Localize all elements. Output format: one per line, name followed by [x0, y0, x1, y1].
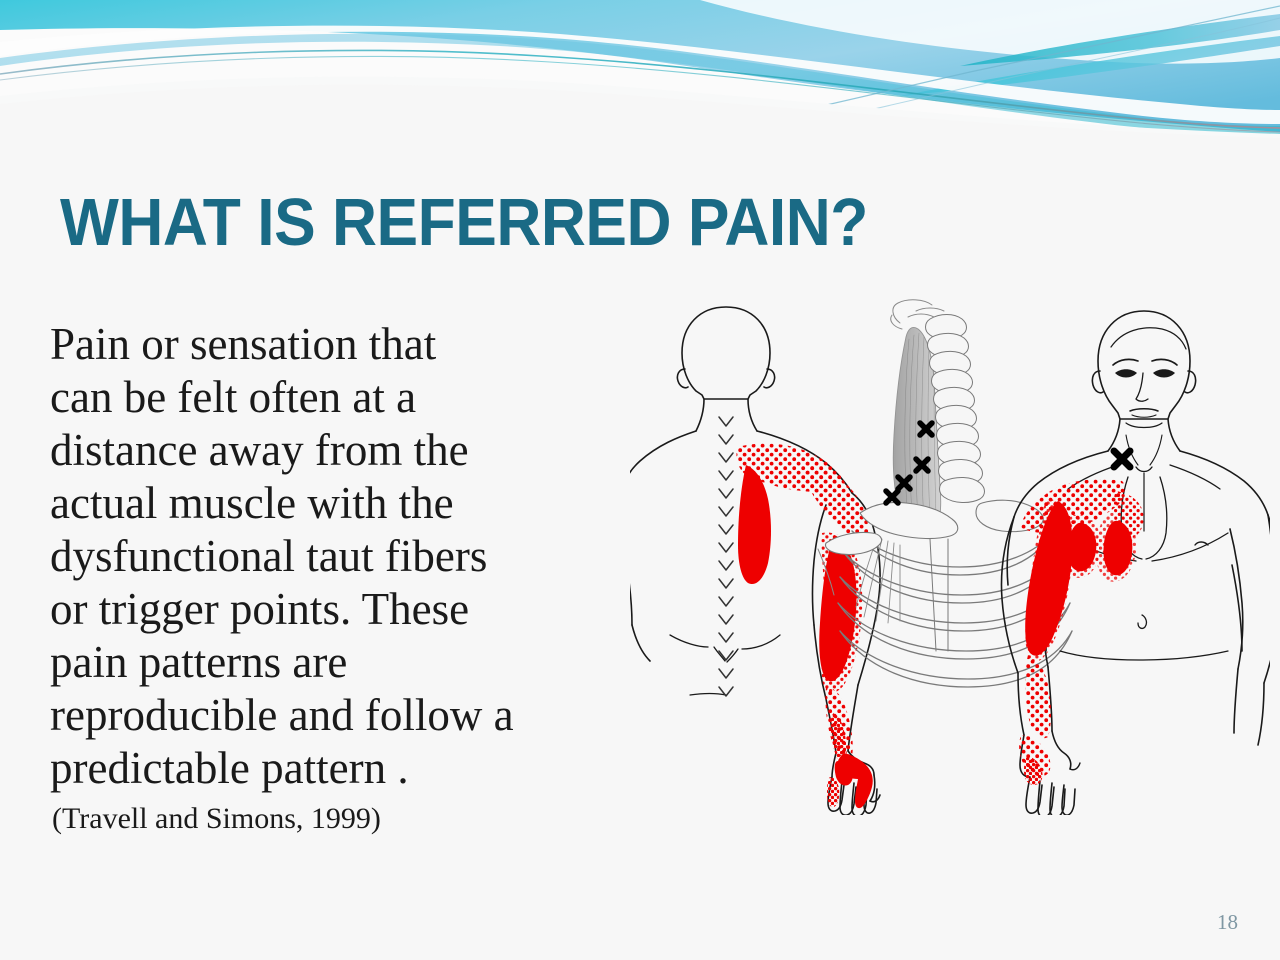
body-line: predictable pattern . [50, 743, 409, 793]
posterior-pain-pattern [736, 443, 873, 809]
body-line: Pain or sensation that [50, 319, 437, 369]
page-title: WHAT IS REFERRED PAIN? [60, 184, 868, 260]
body-line: actual muscle with the [50, 478, 454, 528]
body-line: or trigger points. These [50, 584, 470, 634]
citation-text: (Travell and Simons, 1999) [52, 802, 381, 835]
header-wave-graphic [0, 0, 1280, 140]
body-line: reproducible and follow a [50, 690, 514, 740]
trigger-point-markers-anterior [1110, 447, 1134, 471]
trigger-point-marker [1110, 447, 1134, 471]
anterior-pain-pattern [1019, 479, 1144, 785]
body-line: pain patterns are [50, 637, 348, 687]
body-line: dysfunctional taut fibers [50, 531, 488, 581]
body-text-block: Pain or sensation that can be felt often… [50, 318, 630, 795]
trigger-point-marker [913, 456, 931, 474]
body-line: distance away from the [50, 425, 469, 475]
trigger-point-marker [895, 474, 913, 492]
body-line: can be felt often at a [50, 372, 417, 422]
trigger-point-marker [883, 488, 901, 506]
referred-pain-figure [630, 295, 1270, 815]
trigger-point-markers-spine [883, 420, 935, 506]
slide-number: 18 [1217, 910, 1238, 934]
trigger-point-marker [917, 420, 935, 438]
